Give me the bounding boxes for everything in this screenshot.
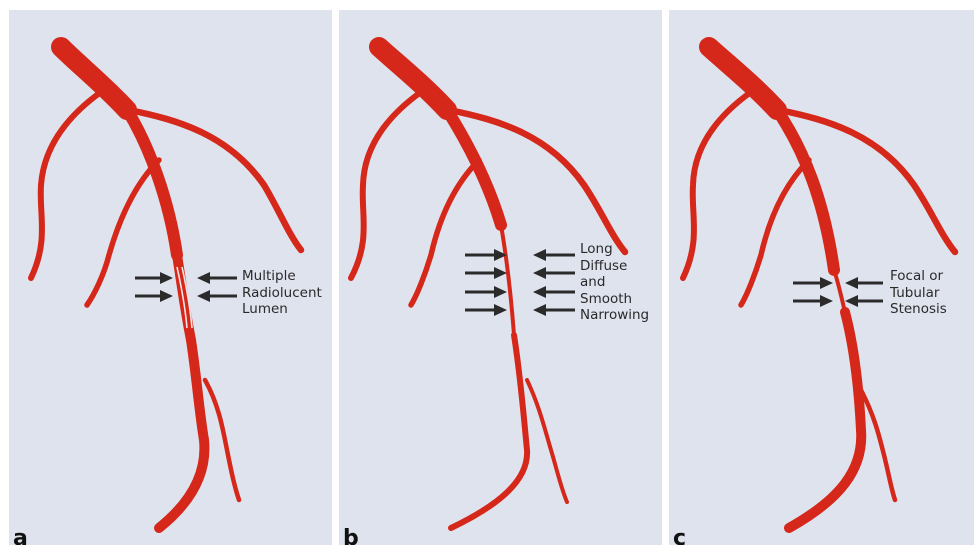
caption-line: Tubular [890,285,947,302]
vessel-left-branch [683,92,751,278]
arrow-right [793,277,833,289]
vessel-main-lower [451,335,527,528]
lesion-caption-a: Multiple Radiolucent Lumen [242,268,322,318]
panel-c: Focal or Tubular Stenosis c [669,10,974,545]
arrow-left [197,272,237,284]
arrow-right [135,290,173,302]
vessel-main-upper [127,110,177,255]
caption-line: Long [580,241,649,258]
vessel-right-branch [449,110,625,252]
arrow-right [465,267,507,279]
vessel-main-lower [789,312,861,528]
panel-label: b [343,526,359,545]
vessel-narrowed-segment [501,225,514,335]
vessel-middle-branch [87,160,159,305]
panel-label: a [13,526,28,545]
panel-b: Long Diffuse and Smooth Narrowing b [339,10,662,545]
arrow-left [197,290,237,302]
caption-line: Diffuse [580,258,649,275]
caption-line: Stenosis [890,301,947,318]
arrow-right [793,295,833,307]
lesion-caption-b: Long Diffuse and Smooth Narrowing [580,241,649,324]
vessel-main-upper [447,110,501,225]
caption-line: and [580,274,649,291]
arrow-left [845,295,883,307]
arrow-left [533,286,575,298]
arrow-left [533,249,575,261]
vessel-left-branch [351,92,421,278]
vessel-right-branch [779,110,955,252]
panel-a: Multiple Radiolucent Lumen a [9,10,332,545]
lesion-caption-c: Focal or Tubular Stenosis [890,268,947,318]
vessel-middle-branch [411,160,479,305]
arrow-right [135,272,173,284]
vessel-left-branch [31,92,101,278]
vessel-lower-branch [861,390,895,500]
arrow-left [533,304,575,316]
caption-line: Narrowing [580,307,649,324]
vessel-main-lower [159,340,204,528]
panel-label: c [673,526,686,545]
vessel-lower-branch [527,380,567,502]
caption-line: Radiolucent [242,285,322,302]
arrow-left [533,267,575,279]
caption-line: Multiple [242,268,322,285]
vessel-focal-stenosis [834,270,845,312]
caption-line: Focal or [890,268,947,285]
arrow-right [465,249,507,261]
vessel-lower-branch [205,380,239,500]
caption-line: Lumen [242,301,322,318]
arrow-left [845,277,883,289]
caption-line: Smooth [580,291,649,308]
arrow-right [465,304,507,316]
arrow-right [465,286,507,298]
arrows-b [465,249,575,316]
vessel-lesion-segment [177,255,191,340]
